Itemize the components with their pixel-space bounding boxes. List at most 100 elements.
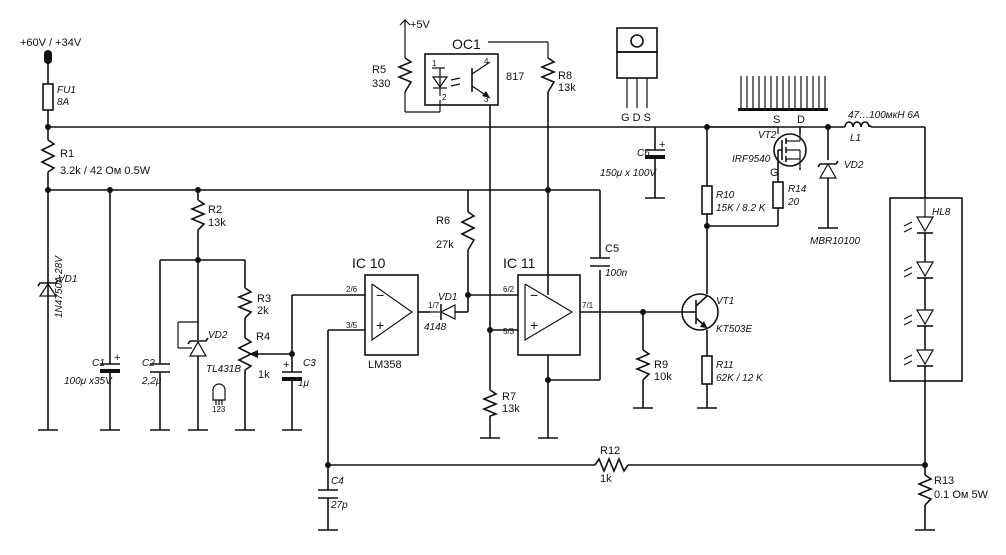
r8-value: 13k [558, 82, 576, 94]
resistor-r2: R2 13k [189, 199, 226, 231]
ground-symbols [38, 197, 935, 531]
r3-ref: R3 [257, 293, 271, 305]
r5-ref: R5 [372, 64, 386, 76]
wires [47, 32, 926, 530]
resistor-r14: R14 20 [772, 181, 807, 209]
capacitor-c2: C2 2,2μ [141, 358, 170, 387]
led-1 [903, 198, 935, 234]
c5-ref: C5 [605, 243, 619, 255]
c2-ref: C2 [142, 358, 155, 369]
capacitor-c3: + C3 1μ [282, 358, 316, 389]
capacitor-c5: C5 100n [590, 243, 628, 279]
oc1-pin2: 2 [442, 93, 447, 102]
r9-ref: R9 [654, 359, 668, 371]
ic10-pin-non: 3/5 [346, 321, 358, 330]
r2-ref: R2 [208, 204, 222, 216]
oc1-pin4: 4 [484, 57, 489, 66]
resistor-r3: R3 2k [236, 287, 271, 319]
r14-value: 20 [787, 197, 800, 208]
to92-pins: 123 [212, 405, 226, 414]
vt1-value: KT503E [716, 324, 752, 335]
capacitor-c1: + C1 100μ x35V [64, 352, 120, 387]
vt2-value: IRF9540 [732, 154, 771, 165]
mosfet-vt2: S D G VT2 IRF9540 [707, 114, 807, 179]
r13-value: 0.1 Ом 5W [934, 489, 989, 501]
led-4 [903, 349, 935, 367]
ic10-pin-inv: 2/6 [346, 285, 358, 294]
ic11-minus: − [530, 287, 538, 303]
resistor-r10: R10 15K / 8.2 K [701, 185, 767, 215]
junction-dots [45, 124, 928, 468]
supply-input: +60V / +34V [20, 37, 82, 64]
vd2-value: TL431B [206, 364, 241, 375]
vt2-pin-g: G [770, 167, 779, 179]
supply-label: +60V / +34V [20, 37, 82, 49]
opamp-ic11: − + IC 11 6/2 5/3 7/1 [503, 255, 594, 356]
r7-value: 13k [502, 403, 520, 415]
transistor-vt1: VT1 KT503E [681, 293, 752, 335]
heatsink [738, 76, 828, 111]
resistor-r12: R12 1k [594, 445, 629, 485]
potentiometer-r4: R4 1k [237, 331, 270, 381]
c4-ref: C4 [331, 476, 344, 487]
resistor-r13: R13 0.1 Ом 5W [916, 474, 989, 506]
vd2-schottky-ref: VD2 [844, 160, 864, 171]
led-panel-hl8: HL8 [889, 197, 963, 382]
resistor-r6: R6 27k [436, 211, 476, 251]
vcc5-label: +5V [410, 19, 431, 31]
inductor-l1: 47…100мкН 6А L1 [844, 110, 920, 144]
vt2-pin-d: D [797, 114, 805, 126]
ic10-value: LM358 [368, 359, 402, 371]
capacitor-c6: + C6 150μ x 100V [600, 139, 665, 179]
resistor-r7: R7 13k [481, 389, 520, 417]
r4-ref: R4 [256, 331, 270, 343]
ic11-pin-out: 7/1 [582, 301, 594, 310]
ic11-plus: + [530, 317, 538, 333]
resistor-r9: R9 10k [634, 349, 672, 383]
oc1-ref: OC1 [452, 36, 481, 52]
fu1-value: 8A [57, 97, 70, 108]
resistor-r11: R11 62K / 12 K [701, 355, 764, 385]
r12-ref: R12 [600, 445, 620, 457]
oc1-pin3: 3 [484, 95, 489, 104]
ic11-ref: IC 11 [503, 255, 536, 271]
r10-ref: R10 [716, 190, 735, 201]
vd1-zener-value: 1N4750A 28V [54, 255, 65, 318]
to220-package: G D S [616, 27, 658, 124]
resistor-r5: R5 330 [372, 57, 414, 93]
c4-value: 27p [330, 500, 348, 511]
optocoupler-oc1: OC1 817 1 2 3 4 [424, 36, 524, 106]
c2-value: 2,2μ [141, 376, 162, 387]
zener-vd1: VD1 1N4750A 28V [37, 255, 77, 318]
r6-ref: R6 [436, 215, 450, 227]
r8-ref: R8 [558, 70, 572, 82]
l1-value: 47…100мкН 6А [848, 110, 920, 121]
diode-vd1-4148: VD1 4148 [424, 292, 457, 333]
r2-value: 13k [208, 217, 226, 229]
r13-ref: R13 [934, 475, 954, 487]
c5-value: 100n [605, 268, 628, 279]
vd1-zener-ref: VD1 [58, 274, 77, 285]
r1-ref: R1 [60, 148, 74, 160]
to220-pins: G D S [621, 112, 651, 124]
fuse-fu1: FU1 8A [42, 83, 76, 111]
vt2-ref: VT2 [758, 130, 777, 141]
oc1-value: 817 [506, 71, 524, 83]
ic10-pin-out: 1/7 [428, 301, 440, 310]
r4-value: 1k [258, 369, 270, 381]
r9-value: 10k [654, 371, 672, 383]
r3-value: 2k [257, 305, 269, 317]
c1-value: 100μ x35V [64, 376, 113, 387]
r11-value: 62K / 12 K [716, 373, 764, 384]
opamp-ic10: − + IC 10 LM358 2/6 3/5 1/7 [346, 255, 440, 371]
r1-value: 3.2k / 42 Ом 0.5W [60, 165, 151, 177]
ic10-ref: IC 10 [352, 255, 386, 271]
l1-ref: L1 [850, 133, 861, 144]
c3-plus: + [283, 359, 289, 371]
r6-value: 27k [436, 239, 454, 251]
vd2-schottky-value: MBR10100 [810, 236, 860, 247]
r7-ref: R7 [502, 391, 516, 403]
to92-pinout: 123 [212, 383, 226, 414]
r5-value: 330 [372, 78, 390, 90]
